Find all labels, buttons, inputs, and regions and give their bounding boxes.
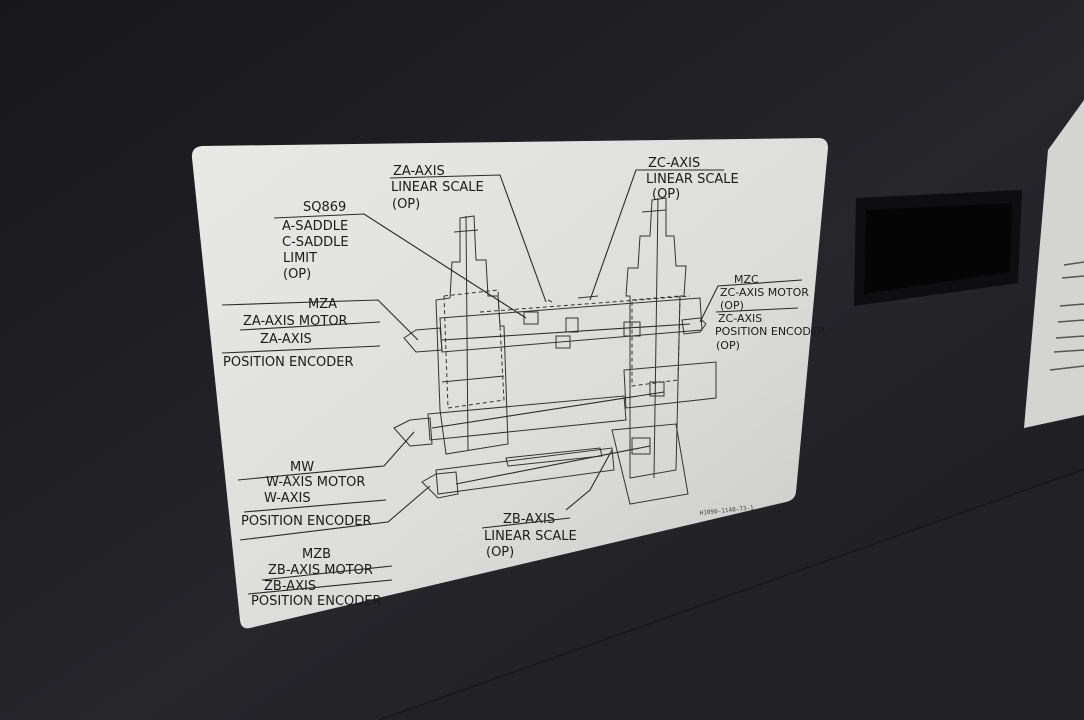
text-sq869: SQ869 bbox=[303, 200, 346, 215]
zb-axis-slide bbox=[421, 423, 689, 505]
lower-panel bbox=[380, 470, 1084, 720]
label-mzc: MZC ZC-AXIS MOTOR (OP) ZC-AXIS POSITION … bbox=[715, 273, 826, 352]
label-sq869: SQ869 A-SADDLE C-SADDLE LIMIT (OP) bbox=[282, 200, 349, 282]
text-zc-axis-motor: ZC-AXIS MOTOR bbox=[720, 286, 809, 299]
right-column bbox=[625, 197, 687, 479]
text-mw: MW bbox=[290, 460, 314, 475]
text-c-saddle: C-SADDLE bbox=[282, 235, 349, 250]
text-op: (OP) bbox=[716, 339, 740, 352]
label-za-axis-linear-scale: ZA-AXIS LINEAR SCALE (OP) bbox=[391, 164, 484, 212]
text-position-encoder: POSITION ENCODER bbox=[223, 355, 354, 370]
text-zc-axis: ZC-AXIS bbox=[648, 156, 700, 171]
second-label-edge bbox=[1024, 100, 1084, 428]
left-column bbox=[435, 215, 509, 455]
label-plate bbox=[191, 138, 828, 629]
text-w-axis: W-AXIS bbox=[264, 491, 311, 506]
text-zc-axis: ZC-AXIS bbox=[718, 312, 762, 325]
w-axis-slide bbox=[393, 361, 717, 447]
text-op: (OP) bbox=[720, 299, 744, 312]
text-w-axis-motor: W-AXIS MOTOR bbox=[266, 475, 365, 490]
text-linear-scale: LINEAR SCALE bbox=[646, 172, 739, 187]
text-linear-scale: LINEAR SCALE bbox=[391, 180, 484, 195]
text-za-axis: ZA-AXIS bbox=[393, 164, 445, 179]
text-zb-axis: ZB-AXIS bbox=[503, 512, 555, 527]
text-mza: MZA bbox=[308, 297, 337, 312]
text-a-saddle: A-SADDLE bbox=[282, 219, 348, 234]
label-mza: MZA ZA-AXIS MOTOR ZA-AXIS POSITION ENCOD… bbox=[221, 297, 381, 370]
upper-cross-slide bbox=[403, 295, 707, 353]
text-op: (OP) bbox=[283, 267, 311, 282]
text-op: (OP) bbox=[652, 187, 680, 202]
label-mzb: MZB ZB-AXIS MOTOR ZB-AXIS POSITION ENCOD… bbox=[247, 547, 393, 609]
text-op: (OP) bbox=[486, 545, 514, 560]
text-position-encoder: POSITION ENCODER bbox=[241, 514, 372, 529]
text-mzb: MZB bbox=[302, 547, 331, 562]
text-op: (OP) bbox=[392, 197, 420, 212]
label-mw: MW W-AXIS MOTOR W-AXIS POSITION ENCODER bbox=[241, 460, 387, 529]
text-zb-axis: ZB-AXIS bbox=[264, 579, 316, 594]
text-linear-scale: LINEAR SCALE bbox=[484, 529, 577, 544]
schematic-drawing bbox=[393, 197, 717, 505]
text-position-encoder: POSITION ENCODER bbox=[251, 594, 382, 609]
label-zb-axis-linear-scale: ZB-AXIS LINEAR SCALE (OP) bbox=[481, 512, 577, 560]
text-limit: LIMIT bbox=[283, 251, 317, 266]
label-zc-axis-linear-scale: ZC-AXIS LINEAR SCALE (OP) bbox=[646, 156, 739, 202]
cabinet-handle bbox=[854, 190, 1022, 306]
text-zb-axis-motor: ZB-AXIS MOTOR bbox=[268, 563, 373, 578]
text-za-axis: ZA-AXIS bbox=[260, 332, 312, 347]
leader-lines bbox=[221, 169, 803, 541]
text-mzc: MZC bbox=[734, 273, 759, 286]
text-position-encoder: POSITION ENCODER bbox=[715, 325, 826, 338]
